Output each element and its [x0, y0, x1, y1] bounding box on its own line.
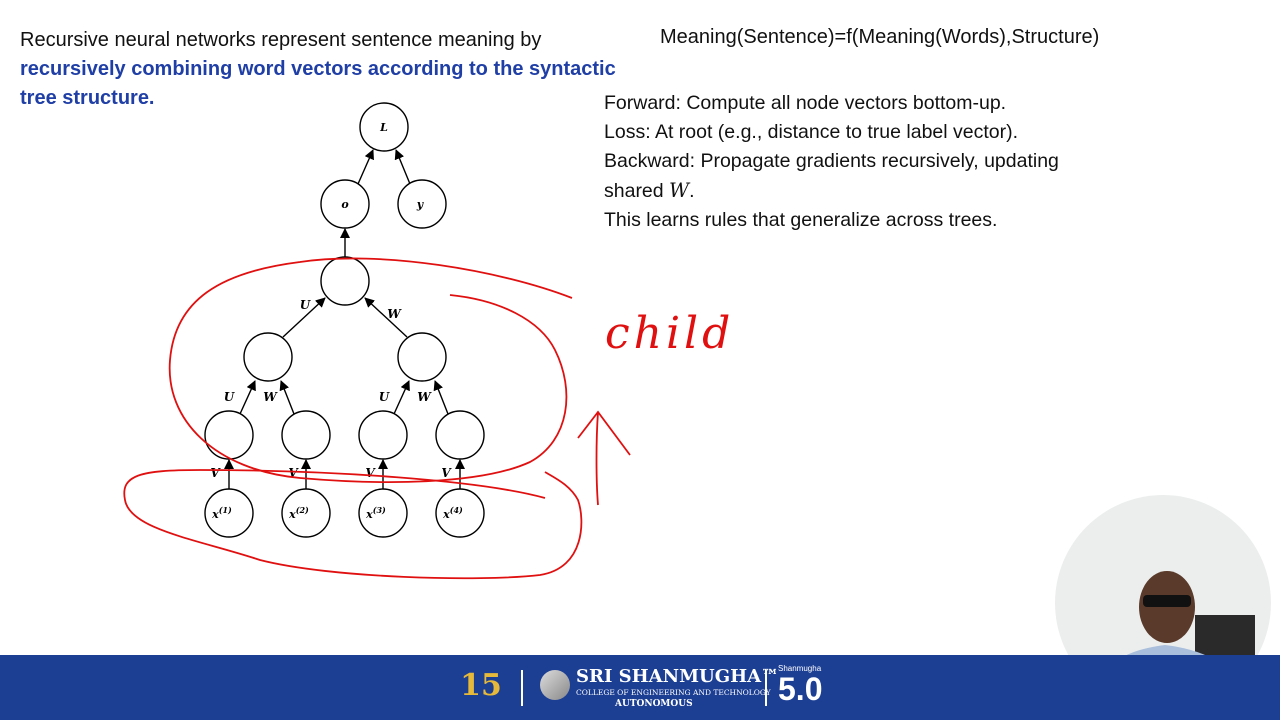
input-node	[435, 488, 485, 538]
node-label-o: o	[341, 198, 348, 211]
node-label-x2: x(2)	[288, 505, 309, 521]
divider	[765, 670, 767, 706]
intro-text: Recursive neural networks represent sent…	[20, 26, 640, 113]
red-circle-inputs	[123, 469, 583, 580]
red-annotations	[123, 257, 631, 580]
edge-label-V: V	[210, 466, 221, 480]
hidden-node	[397, 332, 447, 382]
root-node	[320, 256, 370, 306]
edges	[224, 149, 465, 489]
edge-label-W: W	[417, 390, 432, 404]
node-label-x3: x(3)	[365, 505, 386, 521]
college-emblem-icon	[540, 670, 570, 700]
edge-label-V: V	[365, 466, 376, 480]
edge-label-V: V	[441, 466, 452, 480]
intro-highlight: recursively combining word vectors accor…	[20, 58, 616, 109]
red-circle-tree	[168, 257, 573, 483]
input-node	[358, 488, 408, 538]
step-backward: Backward: Propagate gradients recursivel…	[604, 150, 1059, 172]
node-label-y: y	[416, 198, 425, 211]
hidden-node	[243, 332, 293, 382]
meaning-formula: Meaning(Sentence)=f(Meaning(Words),Struc…	[660, 26, 1100, 48]
training-steps: Forward: Compute all node vectors bottom…	[604, 89, 1059, 235]
node-label-x4: x(4)	[442, 505, 463, 521]
intro-plain: Recursive neural networks represent sent…	[20, 29, 542, 51]
step-forward: Forward: Compute all node vectors bottom…	[604, 92, 1007, 114]
step-loss: Loss: At root (e.g., distance to true la…	[604, 121, 1019, 143]
handwritten-child: child	[605, 308, 735, 359]
shanmugha-5-logo: Shanmugha 5.0	[778, 664, 823, 707]
edge-label-V: V	[288, 466, 299, 480]
loss-node	[359, 102, 409, 152]
hidden-node	[204, 410, 254, 460]
footer-bar	[0, 655, 1280, 720]
red-up-arrow	[577, 410, 631, 506]
edge-label-U: U	[224, 390, 236, 404]
edge-label-W: W	[387, 307, 402, 321]
output-node	[320, 179, 370, 229]
input-node	[204, 488, 254, 538]
target-node	[397, 179, 447, 229]
hidden-node	[281, 410, 331, 460]
edge-label-U: U	[379, 390, 391, 404]
edge-label-W: W	[263, 390, 278, 404]
step-summary: This learns rules that generalize across…	[604, 209, 998, 231]
edge-label-U: U	[300, 298, 312, 312]
node-label-x1: x(1)	[211, 505, 232, 521]
step-backward-cont: shared W.	[604, 179, 695, 202]
hidden-node	[358, 410, 408, 460]
divider	[521, 670, 523, 706]
recursive-nn-diagram: L o y x(1) x(2) x(3) x(4) U W U W U W V …	[123, 102, 631, 580]
node-label-L: L	[379, 121, 388, 134]
15-years-logo: 15	[460, 668, 502, 703]
input-node	[281, 488, 331, 538]
hidden-node	[435, 410, 485, 460]
